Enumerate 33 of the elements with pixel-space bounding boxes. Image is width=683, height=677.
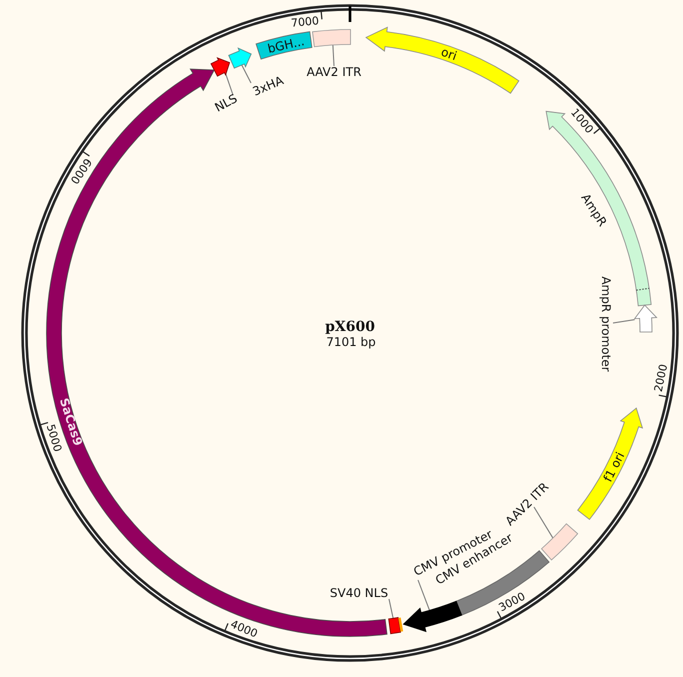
feature-label: NLS bbox=[212, 92, 240, 114]
sequence-feature bbox=[403, 600, 462, 632]
tick-label: 4000 bbox=[229, 618, 260, 640]
tick-label: 5000 bbox=[44, 423, 64, 454]
leader-line bbox=[388, 598, 394, 619]
feature-label: ori bbox=[439, 46, 458, 62]
feature-box bbox=[312, 29, 351, 48]
leader-line bbox=[612, 319, 636, 324]
sequence-feature bbox=[228, 48, 252, 69]
feature-label: 3xHA bbox=[250, 74, 286, 98]
leader-line bbox=[332, 44, 334, 66]
tick-label: 7000 bbox=[290, 16, 320, 29]
leader-line bbox=[241, 64, 252, 84]
feature-label: AmpR promoter bbox=[600, 276, 612, 372]
sequence-feature bbox=[634, 304, 657, 332]
feature-label: AAV2 ITR bbox=[306, 66, 362, 78]
sequence-feature bbox=[210, 57, 230, 77]
sequence-feature bbox=[46, 68, 388, 637]
feature-box bbox=[541, 523, 578, 560]
leader-line bbox=[534, 506, 554, 539]
leader-line bbox=[418, 580, 430, 611]
plasmid-name: pX600 bbox=[325, 320, 375, 334]
plasmid-size: 7101 bp bbox=[326, 336, 376, 348]
leader-line bbox=[224, 72, 234, 96]
tick-label: 2000 bbox=[652, 363, 669, 394]
feature-label: SV40 NLS bbox=[330, 587, 388, 599]
feature-box bbox=[388, 617, 404, 634]
feature-label: bGH... bbox=[266, 35, 306, 55]
sequence-feature bbox=[366, 26, 520, 94]
feature-label: f1 ori bbox=[601, 450, 626, 484]
sequence-feature bbox=[577, 408, 643, 520]
tick-label: 3000 bbox=[496, 590, 527, 614]
feature-box bbox=[256, 31, 312, 60]
